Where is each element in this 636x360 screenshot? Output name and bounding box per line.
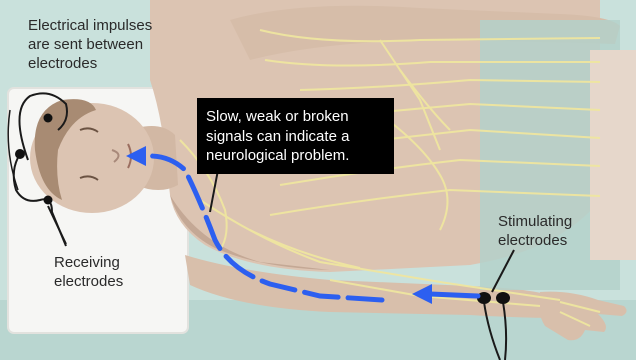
label-receiving-electrodes: Receiving electrodes — [54, 253, 123, 291]
callout-line-3: neurological problem. — [206, 146, 394, 166]
label-receiving-line-2: electrodes — [54, 272, 123, 291]
receiving-electrode-1 — [15, 149, 25, 159]
stimulating-electrode-2 — [496, 292, 510, 304]
label-receiving-line-1: Receiving — [54, 253, 123, 272]
label-stimulating-line-2: electrodes — [498, 231, 572, 250]
callout-box: Slow, weak or broken signals can indicat… — [197, 98, 394, 174]
label-stimulating-electrodes: Stimulating electrodes — [498, 212, 572, 250]
label-stimulating-line-1: Stimulating — [498, 212, 572, 231]
signal-path — [430, 294, 478, 296]
callout-line-2: signals can indicate a — [206, 127, 394, 147]
receiving-electrode-3 — [44, 196, 53, 205]
label-impulses-line-3: electrodes — [28, 54, 152, 73]
label-impulses: Electrical impulses are sent between ele… — [28, 16, 152, 73]
label-impulses-line-1: Electrical impulses — [28, 16, 152, 35]
label-impulses-line-2: are sent between — [28, 35, 152, 54]
callout-line-1: Slow, weak or broken — [206, 107, 394, 127]
receiving-electrode-2 — [44, 114, 53, 123]
